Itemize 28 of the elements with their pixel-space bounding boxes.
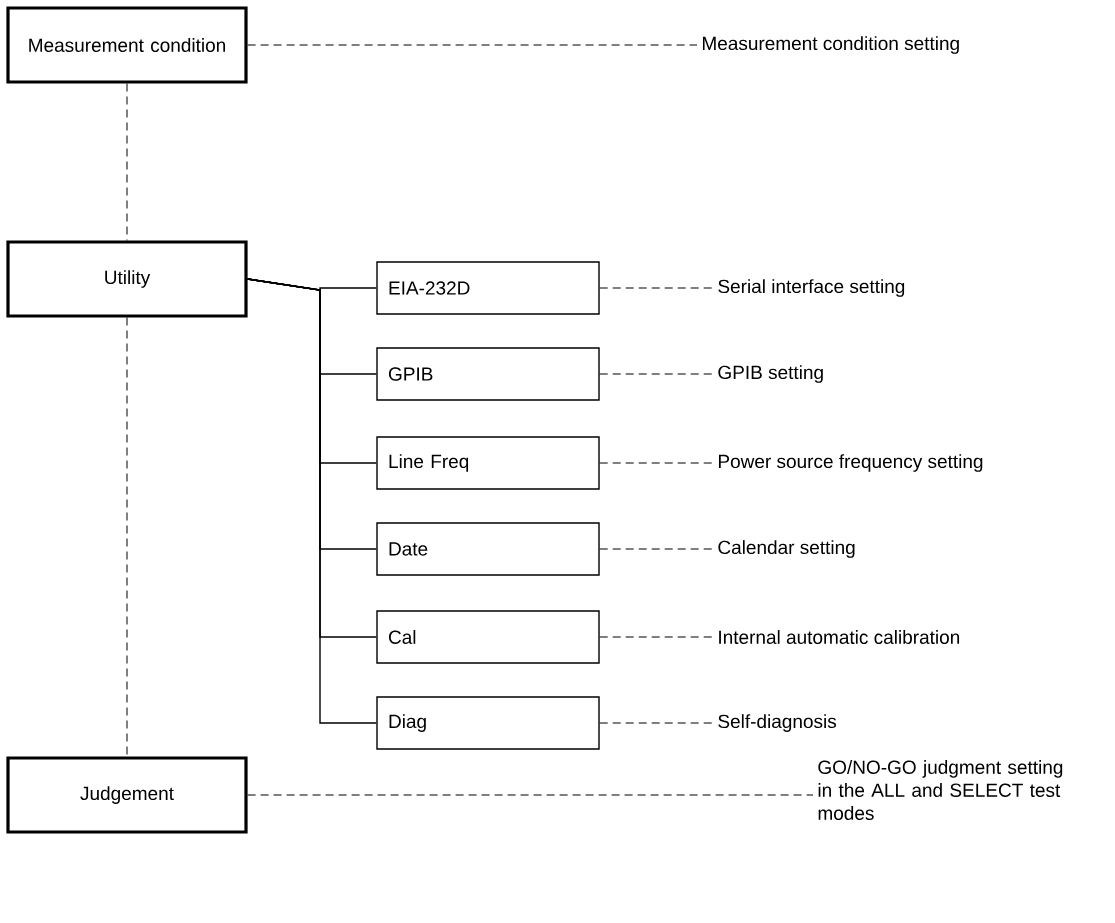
description-text: Measurement condition setting bbox=[702, 36, 959, 54]
description-text: Power source frequency setting bbox=[718, 454, 983, 472]
description-text: GO/NO-GO judgment setting in the ALL and SELECT test modes bbox=[818, 760, 1063, 820]
submenu-box: Cal bbox=[376, 610, 600, 664]
menu-box: Judgement bbox=[6, 756, 248, 834]
submenu-box: Date bbox=[376, 522, 600, 576]
description-text: Internal automatic calibration bbox=[719, 630, 960, 644]
submenu-box: GPIB bbox=[376, 347, 600, 401]
dashed-connector bbox=[126, 83, 128, 241]
submenu-box: Diag bbox=[376, 696, 600, 750]
description-text: Calendar setting bbox=[718, 540, 855, 558]
tree-line bbox=[246, 278, 377, 724]
description-text: Serial interface setting bbox=[718, 279, 905, 297]
description-text: Self-diagnosis bbox=[718, 714, 837, 732]
leader-line bbox=[247, 44, 698, 46]
leader-line bbox=[599, 287, 714, 289]
dashed-connector bbox=[126, 317, 128, 757]
submenu-box: EIA-232D bbox=[376, 261, 600, 315]
leader-line bbox=[247, 794, 814, 796]
leader-line bbox=[599, 462, 714, 464]
leader-line bbox=[599, 636, 714, 638]
leader-line bbox=[599, 548, 714, 550]
description-text: GPIB setting bbox=[718, 365, 823, 383]
leader-line bbox=[599, 373, 714, 375]
menu-box: Measurement condition bbox=[6, 6, 248, 84]
submenu-box: Line Freq bbox=[376, 436, 600, 490]
leader-line bbox=[599, 722, 714, 724]
menu-box: Utility bbox=[6, 240, 248, 318]
